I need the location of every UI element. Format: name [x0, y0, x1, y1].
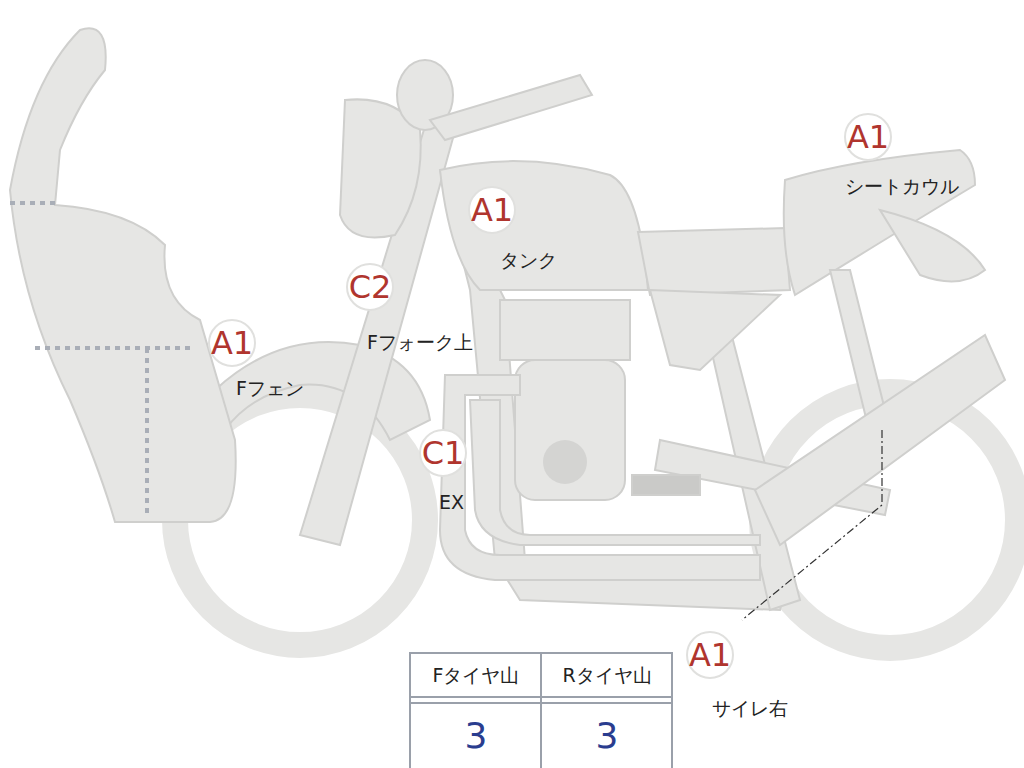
- table-value: 3: [465, 715, 488, 756]
- table-value: 3: [596, 715, 619, 756]
- part-label: EX: [439, 491, 464, 513]
- grade-code: C1: [419, 429, 467, 477]
- grade-callout: C2Fフォーク上: [346, 263, 394, 311]
- part-label: タンク: [500, 248, 557, 274]
- table-cell: 3: [412, 705, 540, 765]
- table-header: Fタイヤ山: [433, 663, 520, 689]
- grade-code: A1: [468, 186, 516, 234]
- grade-callout: A1サイレ右: [686, 631, 734, 679]
- part-label: サイレ右: [712, 696, 788, 722]
- grade-callout: A1タンク: [468, 186, 516, 234]
- part-label: Fフォーク上: [367, 330, 473, 356]
- part-label: Fフェン: [236, 376, 304, 402]
- grade-callout: A1Fフェン: [208, 319, 256, 367]
- grade-code: A1: [844, 113, 892, 161]
- table-cell: 3: [543, 705, 671, 765]
- grade-code: A1: [208, 319, 256, 367]
- grade-callout: C1EX: [419, 429, 467, 477]
- grade-code: C2: [346, 263, 394, 311]
- table-header: Rタイヤ山: [562, 663, 651, 689]
- part-label: シートカウル: [845, 174, 959, 200]
- grade-callout: A1シートカウル: [844, 113, 892, 161]
- table-cell: Fタイヤ山: [412, 655, 540, 697]
- grade-code: A1: [686, 631, 734, 679]
- table-cell: Rタイヤ山: [543, 655, 671, 697]
